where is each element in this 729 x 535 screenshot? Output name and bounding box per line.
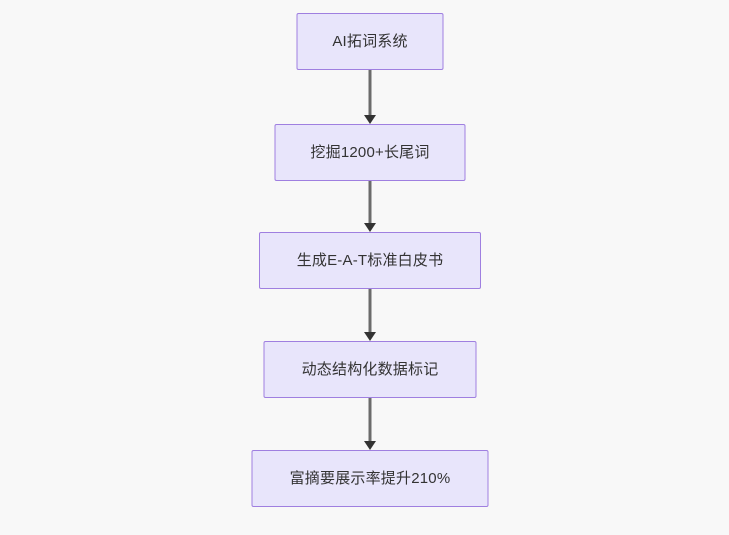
flow-node-label: 动态结构化数据标记 [301,360,439,378]
connector-line [368,289,372,332]
flow-node-label: 生成E-A-T标准白皮书 [296,251,444,269]
flow-connector-n1-n2 [363,70,377,124]
flow-node-label: 富摘要展示率提升210% [289,469,451,487]
arrowhead-icon [364,441,376,450]
flow-connector-n3-n4 [363,289,377,341]
flow-node-label: AI拓词系统 [332,32,408,50]
flow-node-generate-eat-whitepaper[interactable]: 生成E-A-T标准白皮书 [259,232,481,289]
flow-node-dynamic-structured-data-markup[interactable]: 动态结构化数据标记 [263,341,477,398]
flow-node-rich-snippet-impression-uplift[interactable]: 富摘要展示率提升210% [251,450,489,507]
arrowhead-icon [364,115,376,124]
arrowhead-icon [364,332,376,341]
flow-connector-n2-n3 [363,181,377,232]
arrowhead-icon [364,223,376,232]
flow-connector-n4-n5 [363,398,377,450]
connector-line [368,181,372,223]
flow-node-mine-longtail-keywords[interactable]: 挖掘1200+长尾词 [274,124,466,181]
flow-node-label: 挖掘1200+长尾词 [310,143,430,161]
connector-line [368,70,372,115]
connector-line [368,398,372,441]
flow-node-ai-keyword-system[interactable]: AI拓词系统 [296,13,444,70]
